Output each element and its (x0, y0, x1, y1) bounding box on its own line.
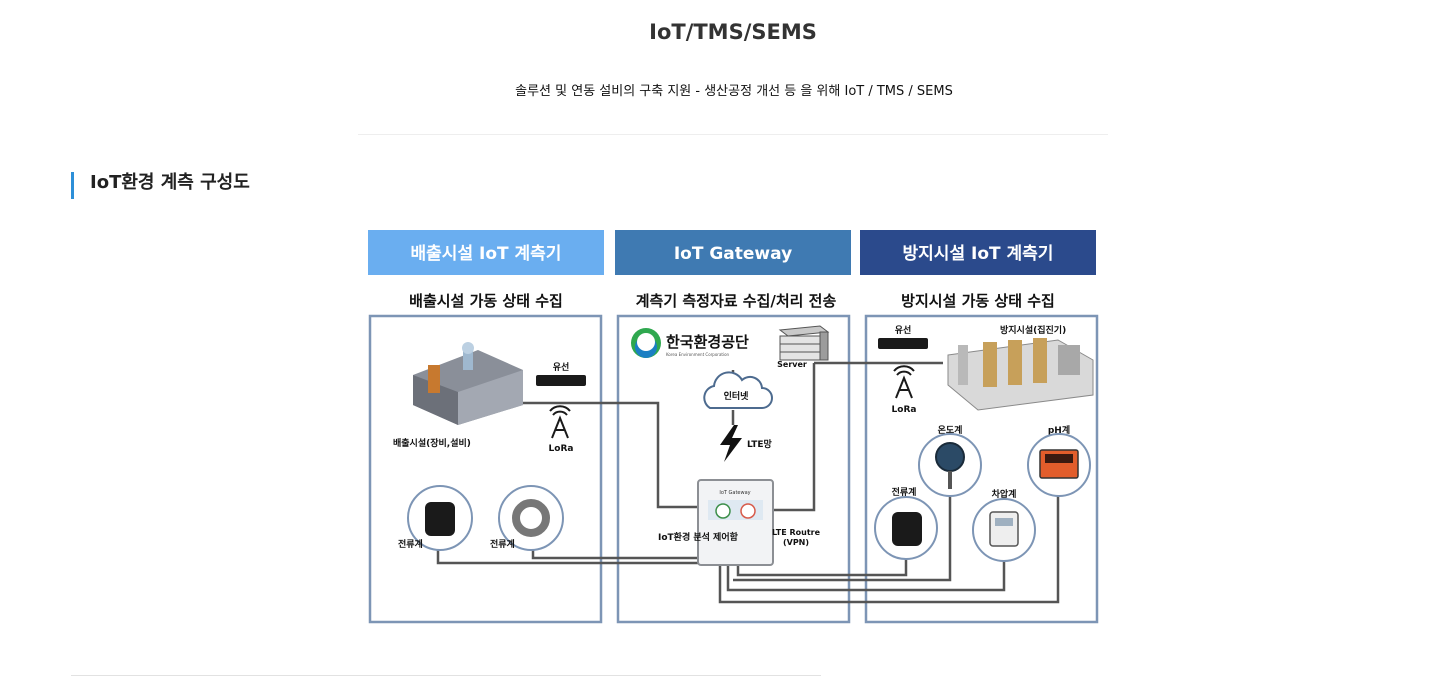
ct-left-1-label: 전류계 (398, 538, 423, 550)
diff-pressure-label: 차압계 (992, 488, 1017, 500)
column-header-prevention (860, 230, 1096, 275)
bottom-divider (71, 675, 821, 676)
thermometer-icon (935, 442, 965, 472)
column-box-emission (368, 314, 603, 624)
wired-device-left-icon (536, 375, 586, 386)
thermometer-label: 온도계 (938, 424, 963, 436)
lora-antenna-left-icon (549, 405, 571, 439)
server-label: Server (777, 360, 807, 369)
ct-left-2-label: 전류계 (490, 538, 515, 550)
ph-meter-display (1045, 454, 1073, 463)
page-subtitle: 솔루션 및 연동 설비의 구축 지원 - 생산공정 개선 등 을 위해 IoT … (515, 84, 953, 99)
keco-subname: Korea Environment Corporation (666, 352, 730, 357)
column-header-emission-label: 배출시설 IoT 계측기 (411, 244, 562, 264)
column-box-prevention (864, 314, 1099, 624)
keco-logo-icon (631, 328, 661, 358)
emission-facility-label: 배출시설(장비,설비) (393, 437, 471, 449)
gateway-label: IoT환경 분석 제어함 (658, 531, 739, 543)
column-subheader-emission: 배출시설 가동 상태 수집 (409, 292, 563, 310)
router-label: LTE Routre (772, 528, 821, 537)
column-header-prevention-label: 방지시설 IoT 계측기 (903, 244, 1054, 264)
ct-left-2-frame (498, 485, 564, 551)
top-divider (358, 134, 1108, 135)
ct-right-label: 전류계 (892, 486, 917, 498)
diff-pressure-icon (989, 511, 1019, 547)
internet-cloud-icon (703, 371, 773, 409)
ph-meter-label: pH계 (1048, 424, 1070, 436)
column-subheader-prevention: 방지시설 가동 상태 수집 (901, 292, 1055, 310)
gateway-gauge-2-icon (740, 503, 756, 519)
ct-left-2-icon (512, 499, 550, 537)
wired-device-right-icon (878, 338, 928, 349)
router-vpn-label: (VPN) (783, 538, 809, 547)
wired-label-left: 유선 (553, 361, 570, 373)
wired-label-right: 유선 (895, 324, 912, 336)
server-icon (778, 325, 830, 361)
iot-architecture-diagram: 배출시설 IoT 계측기 IoT Gateway 방지시설 IoT 계측기 배출… (358, 220, 1108, 635)
gateway-gauge-1-icon (715, 503, 731, 519)
diff-pressure-display (995, 518, 1013, 526)
column-subheader-gateway: 계측기 측정자료 수집/처리 전송 (636, 292, 837, 310)
lora-label-left: LoRa (549, 444, 574, 454)
gateway-box-title: IoT Gateway (719, 490, 750, 496)
lora-antenna-right-icon (893, 365, 915, 399)
page-title: IoT/TMS/SEMS (649, 20, 817, 44)
prevention-facility-label: 방지시설(집진기) (1000, 324, 1066, 336)
column-header-gateway-label: IoT Gateway (674, 244, 792, 264)
lora-label-right: LoRa (892, 405, 917, 415)
lte-label: LTE망 (747, 438, 773, 450)
column-box-gateway (616, 314, 851, 624)
thermometer-probe (948, 471, 952, 489)
emission-facility-icon (413, 342, 523, 425)
section-heading: IoT환경 계측 구성도 (71, 172, 250, 199)
column-header-gateway (615, 230, 851, 275)
ct-right-icon (892, 512, 922, 546)
column-header-emission (368, 230, 604, 275)
internet-label: 인터넷 (724, 390, 750, 402)
prevention-facility-icon (947, 338, 1094, 411)
lte-bolt-icon (720, 425, 742, 462)
keco-name: 한국환경공단 (666, 333, 749, 351)
ct-left-1-icon (425, 502, 455, 536)
